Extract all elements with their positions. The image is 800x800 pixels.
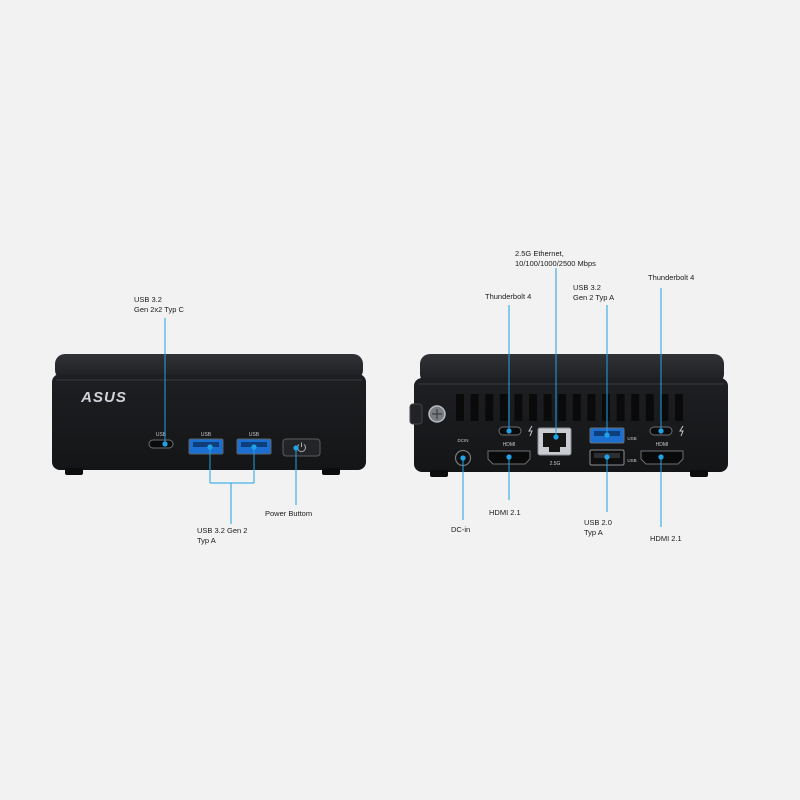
callout-rear-usb32 — [604, 305, 610, 438]
callout-rear-tb-right — [658, 288, 664, 434]
label-rear-hdmi-right: HDMI 2.1 — [650, 534, 682, 543]
label-rear-dc-in: DC-in — [451, 525, 471, 534]
thunderbolt-icon-left — [528, 425, 533, 437]
label-rear-usb32: USB 3.2 Gen 2 Typ A — [573, 283, 615, 302]
label-front-usb-a: USB 3.2 Gen 2 Typ A — [197, 526, 248, 545]
vent-slot — [587, 394, 596, 421]
callout-front-power — [293, 445, 299, 505]
rear-usb-bottom-mark: USB — [627, 458, 636, 463]
front-foot-left — [65, 468, 83, 475]
front-foot-right — [322, 468, 340, 475]
rear-lan-mark: 2.5G — [550, 461, 561, 467]
front-chassis-top — [55, 354, 363, 380]
rear-hdmi2-mark: HDMI — [656, 442, 669, 448]
rear-foot-right — [690, 470, 708, 477]
rear-unit: DCIN HDMI 2.5G USB USB HDMI — [409, 268, 728, 527]
callout-front-usb-a — [207, 444, 257, 524]
vent-slot — [499, 394, 508, 421]
vent-slot — [456, 394, 464, 421]
power-button[interactable] — [282, 438, 321, 457]
vent-slot — [631, 394, 640, 421]
front-usba1-mark: USB — [201, 432, 212, 438]
rear-chassis-top — [420, 354, 724, 384]
label-front-power: Power Buttom — [265, 509, 313, 518]
label-rear-usb20: USB 2.0 Typ A — [584, 518, 612, 537]
vent-slot — [645, 394, 654, 421]
label-rear-tb-left: Thunderbolt 4 — [485, 292, 532, 301]
vent-slot — [529, 394, 537, 421]
vent-grille — [456, 394, 683, 421]
asus-logo: ASUS — [80, 389, 127, 406]
vent-slot — [543, 394, 552, 421]
vent-slot — [572, 394, 581, 421]
vent-slot — [675, 394, 683, 421]
label-rear-hdmi-left: HDMI 2.1 — [489, 508, 521, 517]
vent-slot — [616, 394, 625, 421]
vent-slot — [470, 394, 479, 421]
rear-foot-left — [430, 470, 448, 477]
callout-rear-ethernet — [553, 268, 559, 440]
front-usbc-mark: USB — [156, 432, 167, 438]
rear-hdmi1-mark: HDMI — [503, 442, 516, 448]
callout-front-usb-c — [162, 318, 168, 447]
vent-slot — [514, 394, 523, 421]
callout-rear-usb20 — [604, 454, 610, 512]
vent-slot — [660, 394, 669, 421]
front-unit: ASUS USB USB USB — [52, 318, 366, 524]
rear-usb-top-mark: USB — [627, 436, 636, 441]
label-rear-ethernet: 2.5G Ethernet, 10/100/1000/2500 Mbps — [515, 249, 596, 268]
label-front-usb-c: USB 3.2 Gen 2x2 Typ C — [134, 295, 184, 314]
front-usb-c-port[interactable] — [148, 439, 174, 449]
callout-rear-tb-left — [506, 305, 512, 434]
front-usba2-mark: USB — [249, 432, 260, 438]
callout-rear-dc-in — [460, 455, 466, 520]
callout-rear-hdmi-right — [658, 454, 664, 527]
rear-dc-mark: DCIN — [458, 438, 469, 443]
lock-latch — [409, 403, 423, 425]
thunderbolt-icon-right — [679, 425, 684, 437]
callout-rear-hdmi-left — [506, 454, 512, 500]
label-rear-tb-right: Thunderbolt 4 — [648, 273, 695, 282]
vent-slot — [558, 394, 567, 421]
vent-slot — [602, 394, 610, 421]
vent-slot — [485, 394, 494, 421]
